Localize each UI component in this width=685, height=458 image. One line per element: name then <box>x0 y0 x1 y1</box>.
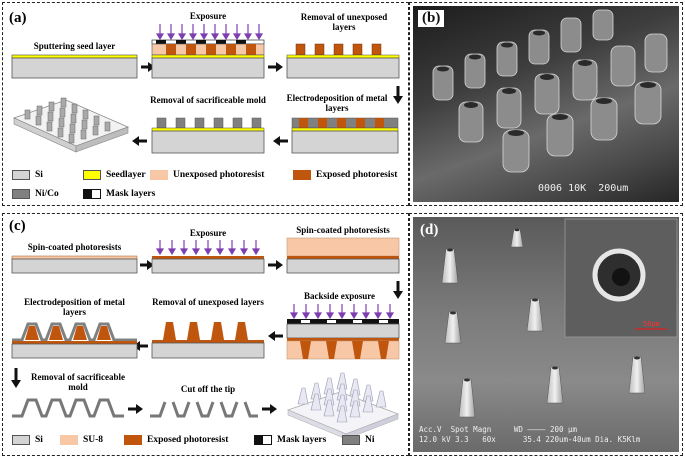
panel-a-frame <box>2 2 409 206</box>
c-step-cut <box>150 401 258 418</box>
a-legend-si: Si <box>12 170 43 180</box>
sem-image-b <box>413 6 679 202</box>
si-swatch <box>12 435 30 445</box>
c-arrow-6 <box>262 404 277 414</box>
c-arrow-down <box>393 281 403 299</box>
c-step-spin1 <box>11 255 138 274</box>
sem-d-inset-scale: 50μm <box>643 320 660 328</box>
mask-swatch <box>83 189 101 199</box>
c-arrow-2 <box>268 260 283 270</box>
c-legend-su8: SU-8 <box>60 435 103 445</box>
panel-b-frame <box>409 2 683 206</box>
a-step-sputter <box>11 54 138 79</box>
c-arrow-1 <box>140 260 154 270</box>
mask-swatch <box>254 435 272 445</box>
c-step-electro <box>11 322 138 359</box>
sem-image-d <box>413 217 679 452</box>
a-step-removal-mold <box>151 117 265 154</box>
c-arrow-down-left <box>11 368 21 388</box>
panel-b-label: (b) <box>418 10 445 27</box>
a-arrow-2 <box>268 62 283 72</box>
legend-label: Ni/Co <box>35 189 59 199</box>
a-caption-sputter: Sputtering seed layer <box>33 41 116 51</box>
exposed-swatch <box>124 435 142 445</box>
legend-label: SU-8 <box>83 435 104 445</box>
c-caption-exposure: Exposure <box>189 228 227 238</box>
a-step-electro <box>291 117 399 154</box>
a-legend-mask: Mask layers <box>83 189 155 199</box>
legend-label: Mask layers <box>106 189 156 199</box>
si-swatch <box>12 170 30 180</box>
a-arrow-3 <box>273 136 288 146</box>
a-arrow-down <box>393 86 403 104</box>
c-caption-backside: Backside exposure <box>303 291 376 301</box>
sem-b-pillars <box>432 9 668 173</box>
panel-d-frame <box>409 213 683 456</box>
panel-a-label: (a) <box>9 10 27 26</box>
c-legend-exposed: Exposed photoresist <box>124 435 228 445</box>
su8-swatch <box>60 435 78 445</box>
a-arrow-4 <box>132 136 147 146</box>
c-caption-removal-mold: Removal of sacrificeable mold <box>31 372 125 392</box>
sem-d-inset <box>564 218 678 338</box>
nico-swatch <box>12 189 30 199</box>
exposed-swatch <box>293 170 311 180</box>
legend-label: Unexposed photoresist <box>173 170 265 180</box>
c-legend-ni: Ni <box>342 435 375 445</box>
a-caption-exposure: Exposure <box>189 11 227 21</box>
a-step-removal-unexposed <box>286 43 400 79</box>
legend-label: Exposed photoresist <box>316 170 398 180</box>
c-caption-cut: Cut off the tip <box>180 384 236 394</box>
sem-d-info-2: 12.0 kV 3.3 60x 35.4 220um-40um Dia. K5K… <box>419 435 641 444</box>
c-step-removal-mold <box>12 398 124 418</box>
c-legend-mask: Mask layers <box>254 435 326 445</box>
panel-c-frame <box>2 213 409 456</box>
panel-d-label: (d) <box>420 222 439 238</box>
sem-d-info-1: Acc.V Spot Magn WD ———— 200 μm <box>419 425 578 434</box>
c-step-3d-array <box>286 372 400 440</box>
legend-label: Si <box>35 170 43 180</box>
c-caption-spin1: Spin-coated photoresists <box>27 242 122 252</box>
a-legend-exposed: Exposed photoresist <box>293 170 397 180</box>
c-step-removal-unexposed <box>151 322 265 359</box>
unexposed-swatch <box>150 170 168 180</box>
sem-d-needles <box>441 218 678 418</box>
c-step-exposure <box>151 240 265 274</box>
c-arrow-3 <box>268 331 283 341</box>
a-caption-electro: Electrodeposition of metal layers <box>286 93 388 113</box>
sem-b-scale: 0006 10K 200um <box>538 183 629 194</box>
c-caption-electro: Electrodeposition of metal layers <box>24 297 125 317</box>
c-caption-spin2: Spin-coated photoresists <box>296 225 390 235</box>
a-legend-nico: Ni/Co <box>12 189 59 199</box>
c-step-backside <box>286 304 400 360</box>
a-arrow-1 <box>141 62 155 72</box>
legend-label: Si <box>35 435 43 445</box>
c-legend-si: Si <box>12 435 43 445</box>
c-arrow-5 <box>128 404 143 414</box>
panel-c-label: (c) <box>9 218 26 234</box>
c-step-spin2 <box>286 237 400 274</box>
a-step-3d-array <box>12 97 130 153</box>
a-caption-removal-unexposed: Removal of unexposed layers <box>300 12 388 32</box>
legend-label: Mask layers <box>277 435 327 445</box>
legend-label: Ni <box>365 435 375 445</box>
a-caption-removal-mold: Removal of sacrificeable mold <box>150 95 266 105</box>
ni-swatch <box>342 435 360 445</box>
a-legend-unexposed: Unexposed photoresist <box>150 170 264 180</box>
legend-label: Seedlayer <box>106 170 146 180</box>
seedlayer-swatch <box>83 170 101 180</box>
legend-label: Exposed photoresist <box>147 435 229 445</box>
c-caption-removal-unexposed: Removal of unexposed layers <box>152 297 264 307</box>
a-step-exposure <box>151 24 265 79</box>
a-legend-seedlayer: Seedlayer <box>83 170 146 180</box>
